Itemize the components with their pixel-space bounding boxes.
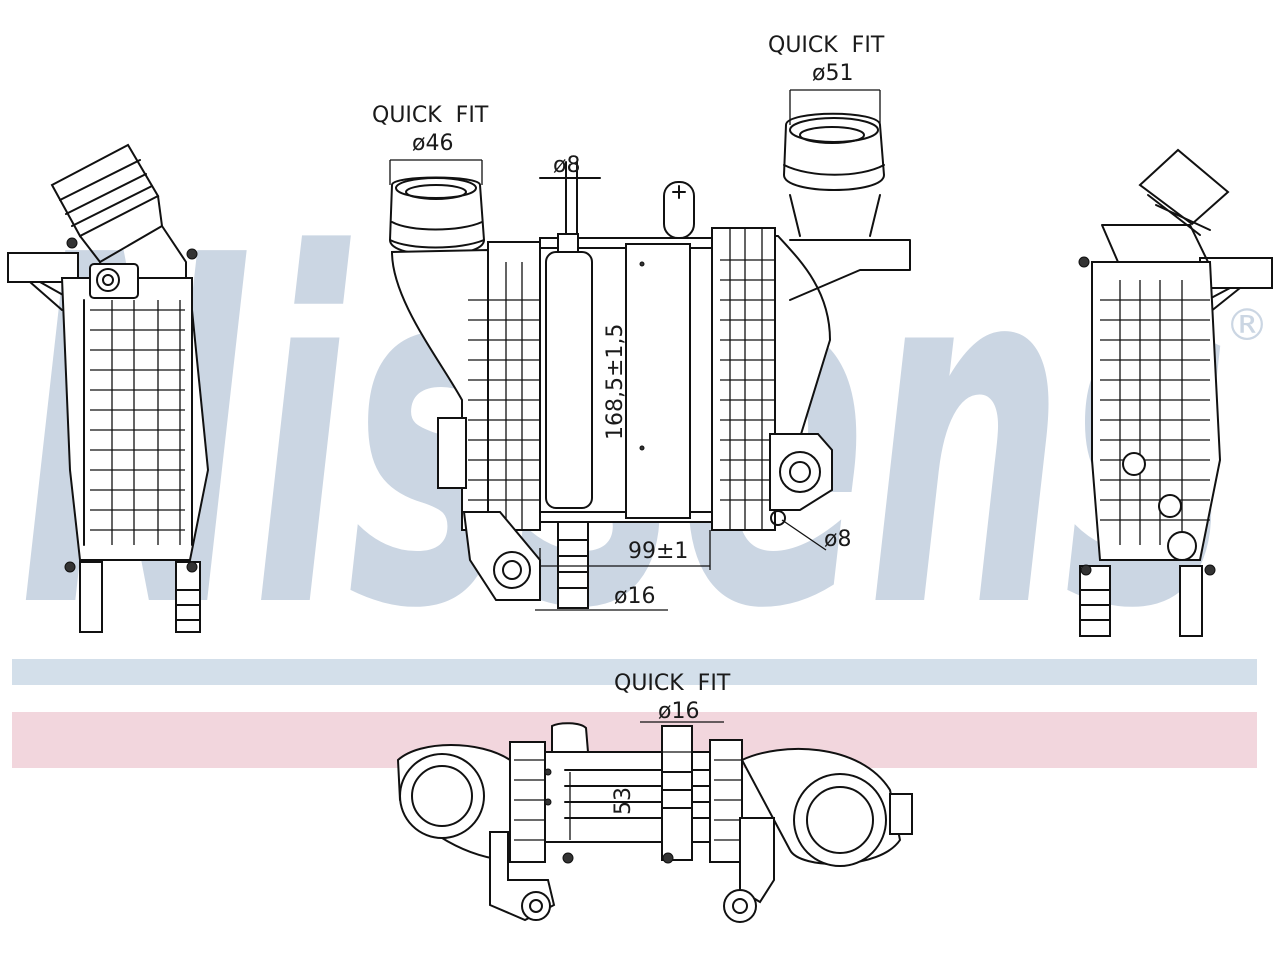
- height-dimension-label: 168,5±1,5: [603, 324, 628, 440]
- inlet-diameter-label: ø46: [412, 131, 453, 156]
- bottom-view-diameter-label: ø16: [658, 699, 699, 724]
- outlet-diameter-label: ø51: [812, 61, 853, 86]
- bottom-view: [396, 721, 913, 923]
- front-view: [388, 89, 911, 611]
- quick-fit-outlet-label: QUICK FIT: [768, 33, 885, 58]
- right-side-view: [1078, 148, 1273, 637]
- depth-dimension-label: 53: [611, 787, 636, 815]
- bottom-pipe-diameter-label: ø16: [614, 584, 655, 609]
- quick-fit-bottom-label: QUICK FIT: [614, 671, 731, 696]
- left-side-view: [7, 143, 210, 633]
- registered-mark: ®: [1225, 300, 1269, 351]
- width-dimension-label: 99±1: [628, 539, 688, 564]
- side-fitting-diameter-label: ø8: [824, 527, 851, 552]
- brand-band-top: [12, 659, 1257, 685]
- dimension-labels: QUICK FIT ø46 QUICK FIT ø51 ø8 168,5±1,5…: [372, 33, 885, 815]
- top-pipe-diameter-label: ø8: [553, 153, 580, 178]
- quick-fit-inlet-label: QUICK FIT: [372, 103, 489, 128]
